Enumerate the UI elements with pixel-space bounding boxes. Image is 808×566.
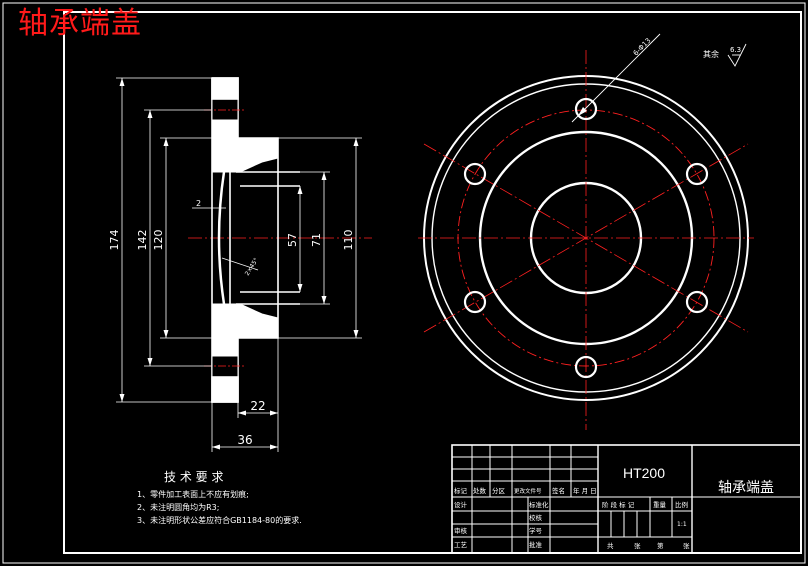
- note-2: 2、未注明圆角均为R3;: [137, 502, 219, 512]
- tb-stage-2: 比例: [675, 500, 688, 509]
- surface-value: 6.3: [730, 46, 741, 54]
- tb-left-0: 设计: [454, 500, 468, 509]
- tb-sheet-2: 第: [657, 541, 664, 550]
- tb-header-4: 签名: [552, 486, 565, 495]
- tb-header-1: 处数: [473, 486, 487, 495]
- tb-sheet-1: 张: [634, 541, 641, 550]
- inner-bore: [217, 171, 226, 305]
- section-arrows: [119, 78, 359, 450]
- hole-leader-arrow: [578, 107, 587, 116]
- bolt-hole-3: [685, 290, 709, 314]
- tb-part-name: 轴承端盖: [718, 480, 774, 496]
- bolt-hole-upper: [211, 98, 239, 121]
- dim-110: 110: [342, 230, 355, 251]
- tb-sheet-3: 张: [683, 541, 690, 550]
- front-view: [418, 33, 754, 430]
- lower-section-hatch: [211, 303, 279, 357]
- dim-57: 57: [286, 233, 299, 247]
- tb-header-2: 分区: [492, 486, 506, 495]
- tb-header-0: 标记: [454, 486, 468, 495]
- bolt-hole-5: [463, 290, 487, 314]
- tb-stage-1: 重量: [653, 501, 667, 509]
- section-dimensions: [116, 77, 362, 452]
- dim-142: 142: [136, 230, 149, 251]
- tb-mid-1: 校核: [529, 513, 543, 522]
- tb-left-2: 工艺: [454, 541, 468, 549]
- tb-mid-2: 学号: [529, 526, 543, 535]
- drawing-frame: [63, 11, 802, 554]
- dim-36: 36: [237, 433, 252, 447]
- section-view: [188, 77, 372, 403]
- dim-71: 71: [310, 233, 323, 247]
- tb-mid-0: 标准化: [529, 500, 549, 509]
- tb-header-5: 年 月 日: [573, 486, 597, 495]
- drawing-title: 轴承端盖: [18, 6, 142, 41]
- bolt-hole-lower: [211, 355, 239, 378]
- dim-22: 22: [250, 399, 265, 413]
- tb-sheet-0: 共: [607, 541, 614, 550]
- tb-header-3: 更改文件号: [514, 487, 542, 495]
- surface-label: 其余: [703, 49, 719, 59]
- rim-upper: [211, 77, 239, 100]
- upper-section-hatch: [211, 119, 279, 173]
- front-centerline-d2: [423, 143, 749, 333]
- dim-120: 120: [152, 230, 165, 251]
- title-block-text: 标记 处数 分区 更改文件号 签名 年 月 日 设计 审核 工艺 标准化 校核 …: [454, 465, 774, 550]
- bolt-hole-6: [463, 162, 487, 186]
- note-3: 3、未注明形状公差应符合GB1184-80的要求.: [137, 515, 302, 525]
- bolt-hole-2: [685, 162, 709, 186]
- bolt-hole-1: [574, 97, 598, 121]
- tb-left-1: 审核: [454, 526, 468, 535]
- tb-stage-0: 阶 段 标 记: [602, 500, 635, 509]
- bolt-hole-4: [574, 355, 598, 379]
- hole-leader: [571, 33, 661, 123]
- rim-lower: [211, 376, 239, 403]
- note-1: 1、零件加工表面上不应有划痕;: [137, 489, 249, 499]
- dim-chamfer: 2×45°: [244, 257, 260, 277]
- title-block: [451, 444, 802, 554]
- roughness-symbol-icon: [727, 43, 747, 67]
- hole-callout: 6-Φ13: [632, 37, 653, 58]
- tb-scale: 1:1: [677, 521, 687, 528]
- dim-174: 174: [108, 230, 121, 251]
- notes-heading: 技 术 要 求: [164, 470, 223, 484]
- tb-material: HT200: [623, 465, 665, 481]
- dim-2: 2: [196, 199, 201, 208]
- tb-mid-3: 批准: [529, 540, 543, 549]
